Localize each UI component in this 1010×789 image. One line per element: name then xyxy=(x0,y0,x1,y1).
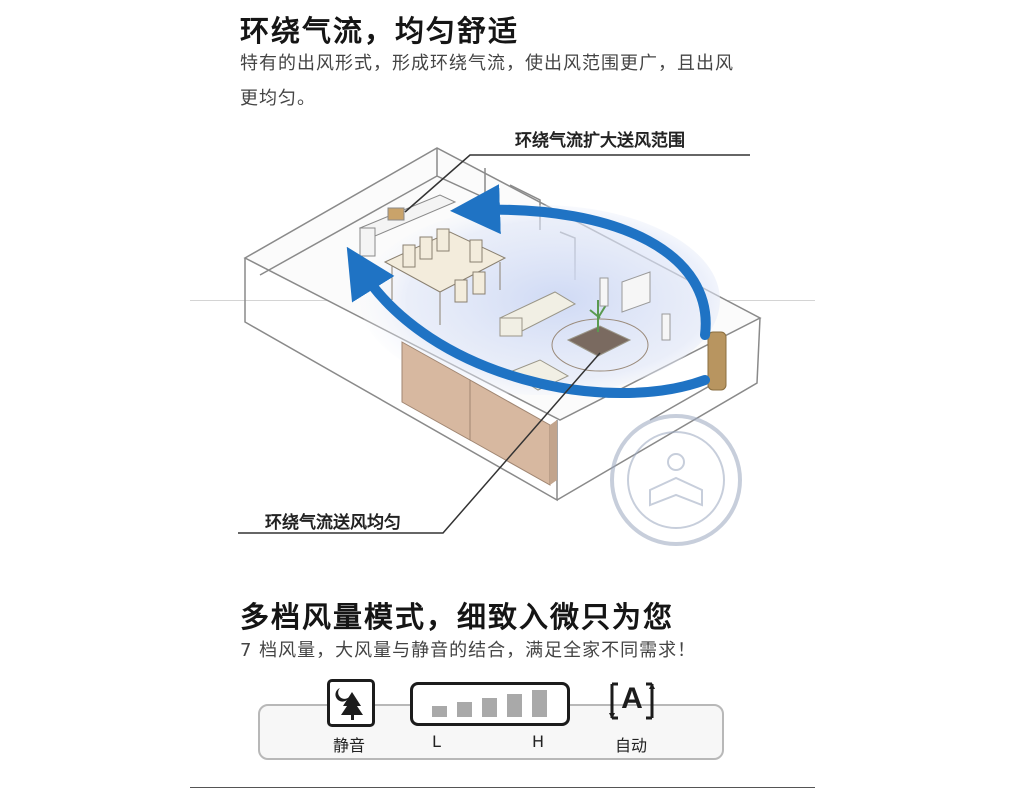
quiet-mode-label: 静音 xyxy=(333,736,366,755)
room-illustration xyxy=(238,147,762,546)
callout-top-label: 环绕气流扩大送风范围 xyxy=(515,131,685,151)
auto-mode-button[interactable]: A xyxy=(608,680,656,722)
quiet-mode-button[interactable] xyxy=(327,679,375,727)
ac-unit xyxy=(707,331,727,391)
tv-wall xyxy=(599,271,671,341)
section1-desc-line1: 特有的出风形式，形成环绕气流，使出风范围更广，且出风 xyxy=(240,53,734,74)
callout-line-bottom xyxy=(238,352,601,534)
auto-a-icon xyxy=(609,682,655,720)
dining-set xyxy=(383,228,507,325)
section2-title: 多档风量模式，细致入微只为您 xyxy=(240,600,675,634)
moon-tree-icon xyxy=(335,688,363,720)
auto-icon-letter: A xyxy=(621,682,643,715)
high-speed-label: H xyxy=(532,732,545,751)
section1-desc-line2: 更均匀。 xyxy=(240,88,316,109)
airflow-arrow-upper xyxy=(450,184,711,340)
watermark-seal-icon xyxy=(610,414,742,546)
speed-bar-3 xyxy=(482,698,497,717)
low-speed-label: L xyxy=(432,732,441,751)
auto-mode-label: 自动 xyxy=(615,736,648,755)
speed-bar-1 xyxy=(432,706,447,717)
callout-line-top xyxy=(404,154,750,213)
speed-bar-5 xyxy=(532,690,547,717)
guide-line-bottom xyxy=(190,787,815,788)
section1-title: 环绕气流，均匀舒适 xyxy=(240,14,520,48)
callout-bottom-label: 环绕气流送风均匀 xyxy=(265,513,401,533)
speed-bar-4 xyxy=(507,694,522,717)
section2-desc: 7 档风量，大风量与静音的结合，满足全家不同需求！ xyxy=(240,640,697,661)
cabinets xyxy=(401,341,557,486)
speed-bar-2 xyxy=(457,702,472,717)
airflow-arrow-lower xyxy=(346,246,710,399)
